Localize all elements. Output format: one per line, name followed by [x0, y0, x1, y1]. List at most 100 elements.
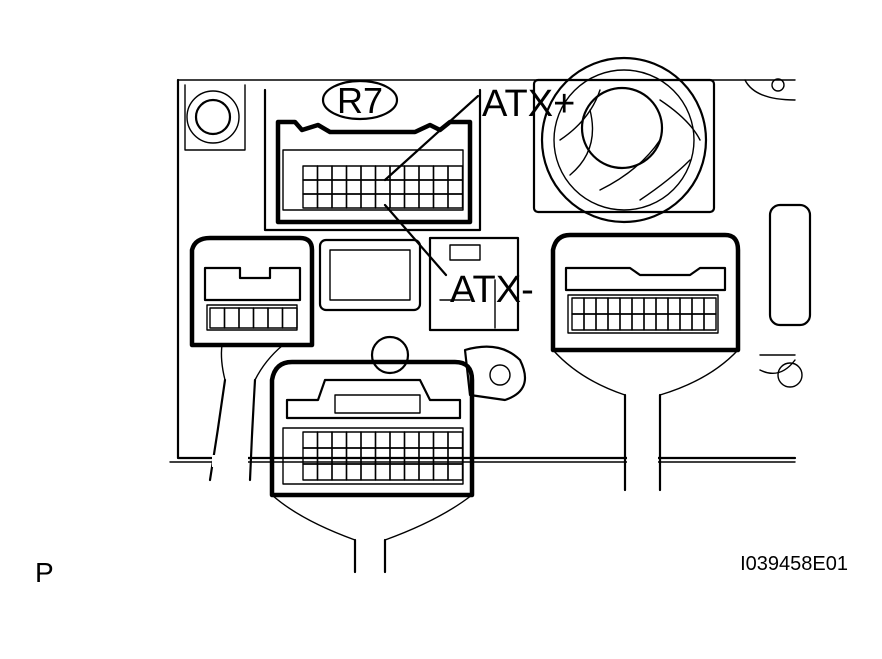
terminal-cavity	[331, 463, 348, 481]
bottom-connector	[269, 335, 527, 498]
terminal-cavity	[403, 165, 420, 181]
terminal-cavity	[607, 297, 621, 315]
terminal-cavity	[595, 313, 609, 331]
terminal-cavity	[667, 297, 681, 315]
terminal-cavity	[331, 165, 348, 181]
terminal-cavity	[403, 431, 420, 449]
terminal-cavity	[403, 179, 420, 195]
terminal-cavity	[432, 165, 449, 181]
terminal-cavity	[302, 165, 319, 181]
terminal-cavity	[447, 431, 464, 449]
connector-id-label: R7	[337, 80, 383, 121]
terminal-cavity	[360, 165, 377, 181]
terminal-cavity	[679, 297, 693, 315]
terminal-cavity	[643, 297, 657, 315]
terminal-cavity	[360, 179, 377, 195]
terminal-cavity	[655, 313, 669, 331]
terminal-cavity	[691, 313, 705, 331]
terminal-cavity	[447, 179, 464, 195]
terminal-label-negative: ATX-	[450, 269, 534, 311]
terminal-cavity	[360, 193, 377, 209]
terminal-cavity	[345, 431, 362, 449]
right-connector	[550, 232, 741, 353]
terminal-cavity	[389, 431, 406, 449]
terminal-cavity	[595, 297, 609, 315]
terminal-cavity	[418, 165, 435, 181]
terminal-label-positive: ATX+	[482, 83, 575, 125]
small-connector-middle	[318, 236, 520, 332]
terminal-cavity	[331, 193, 348, 209]
terminal-cavity	[432, 463, 449, 481]
terminal-cavity	[418, 193, 435, 209]
terminal-cavity	[607, 313, 621, 331]
terminal-cavity	[345, 193, 362, 209]
terminal-cavity	[643, 313, 657, 331]
terminal-cavity	[374, 179, 391, 195]
terminal-cavity	[447, 463, 464, 481]
right-terminal-grid	[571, 297, 717, 331]
terminal-cavity	[571, 297, 585, 315]
terminal-cavity	[345, 179, 362, 195]
terminal-cavity	[703, 313, 717, 331]
cooling-fan	[532, 56, 716, 224]
connector-r7	[263, 88, 482, 232]
terminal-cavity	[360, 463, 377, 481]
terminal-cavity	[389, 463, 406, 481]
terminal-cavity	[316, 463, 333, 481]
terminal-cavity	[619, 297, 633, 315]
mounting-hole	[194, 98, 232, 136]
terminal-cavity	[360, 431, 377, 449]
terminal-cavity	[331, 179, 348, 195]
right-panel	[759, 203, 812, 388]
terminal-cavity	[403, 193, 420, 209]
terminal-cavity	[302, 431, 319, 449]
terminal-cavity	[374, 463, 391, 481]
terminal-cavity	[619, 313, 633, 331]
terminal-cavity	[447, 165, 464, 181]
terminal-cavity	[418, 179, 435, 195]
r7-terminal-grid	[302, 165, 464, 209]
figure-code: I039458E01	[740, 553, 848, 575]
terminal-cavity	[316, 165, 333, 181]
terminal-cavity	[571, 313, 585, 331]
left-terminal-grid	[209, 307, 298, 329]
wire-harnesses	[208, 344, 739, 574]
terminal-cavity	[418, 463, 435, 481]
terminal-cavity	[209, 307, 226, 329]
terminal-cavity	[374, 193, 391, 209]
terminal-cavity	[403, 463, 420, 481]
terminal-cavity	[316, 193, 333, 209]
terminal-cavity	[267, 307, 284, 329]
terminal-cavity	[345, 463, 362, 481]
terminal-cavity	[238, 307, 255, 329]
terminal-cavity	[667, 313, 681, 331]
terminal-cavity	[679, 313, 693, 331]
terminal-cavity	[432, 431, 449, 449]
terminal-cavity	[302, 193, 319, 209]
terminal-cavity	[252, 307, 269, 329]
terminal-cavity	[389, 193, 406, 209]
bottom-terminal-grid	[302, 431, 464, 481]
terminal-cavity	[302, 179, 319, 195]
terminal-cavity	[691, 297, 705, 315]
terminal-cavity	[223, 307, 240, 329]
terminal-cavity	[631, 313, 645, 331]
terminal-cavity	[374, 431, 391, 449]
terminal-cavity	[418, 431, 435, 449]
terminal-cavity	[345, 165, 362, 181]
terminal-cavity	[432, 193, 449, 209]
terminal-cavity	[583, 297, 597, 315]
terminal-cavity	[389, 179, 406, 195]
terminal-cavity	[316, 179, 333, 195]
terminal-cavity	[302, 463, 319, 481]
terminal-cavity	[631, 297, 645, 315]
terminal-cavity	[316, 431, 333, 449]
leader-lines	[383, 94, 480, 277]
terminal-cavity	[331, 431, 348, 449]
terminal-cavity	[432, 179, 449, 195]
terminal-cavity	[703, 297, 717, 315]
view-marker: P	[35, 557, 54, 588]
left-connector	[189, 235, 315, 348]
terminal-cavity	[655, 297, 669, 315]
